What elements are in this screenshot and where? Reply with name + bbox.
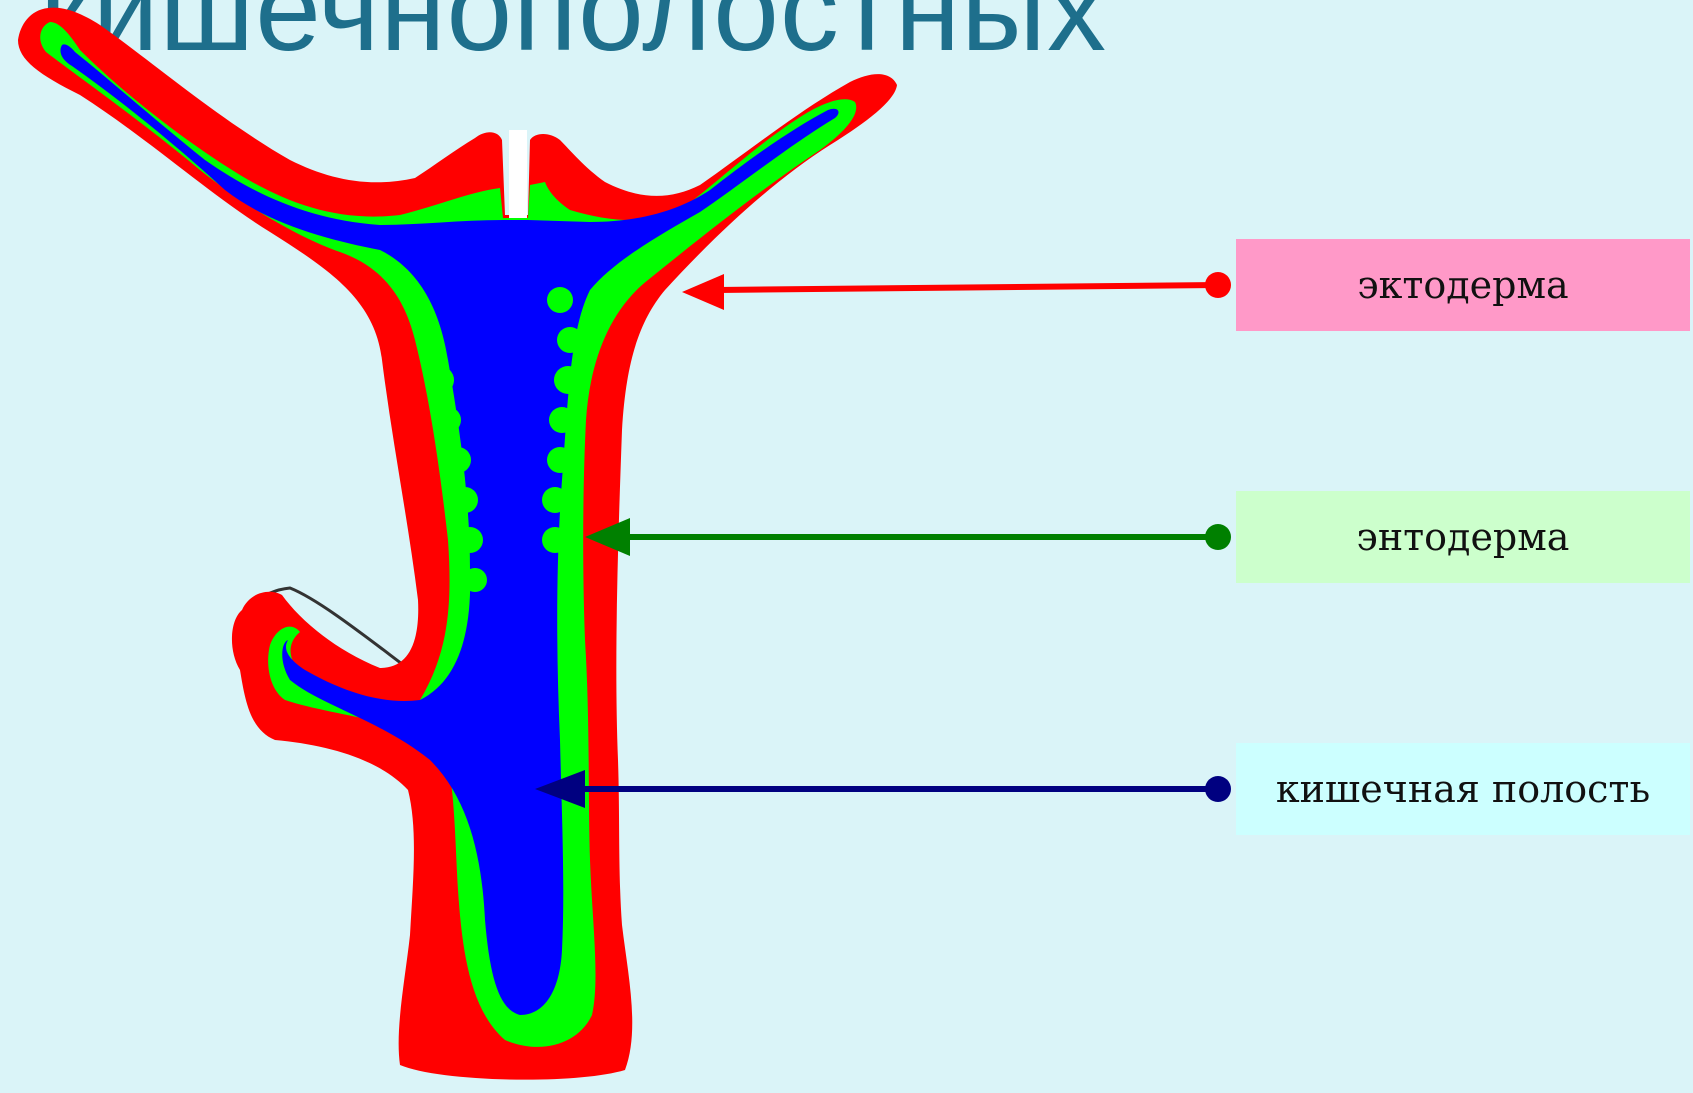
ectoderm-pointer [682, 272, 1231, 310]
gut-cavity-label-box: кишечная полость [1236, 743, 1690, 835]
endoderm-label-box: энтодерма [1236, 491, 1690, 583]
ectoderm-label-box: эктодерма [1236, 239, 1690, 331]
gut-cavity-pointer [535, 770, 1231, 808]
endoderm-label: энтодерма [1357, 515, 1570, 559]
ectoderm-label: эктодерма [1357, 263, 1568, 307]
endoderm-pointer [585, 518, 1231, 556]
gut-cavity-label: кишечная полость [1276, 767, 1650, 811]
mouth-opening [509, 130, 527, 218]
